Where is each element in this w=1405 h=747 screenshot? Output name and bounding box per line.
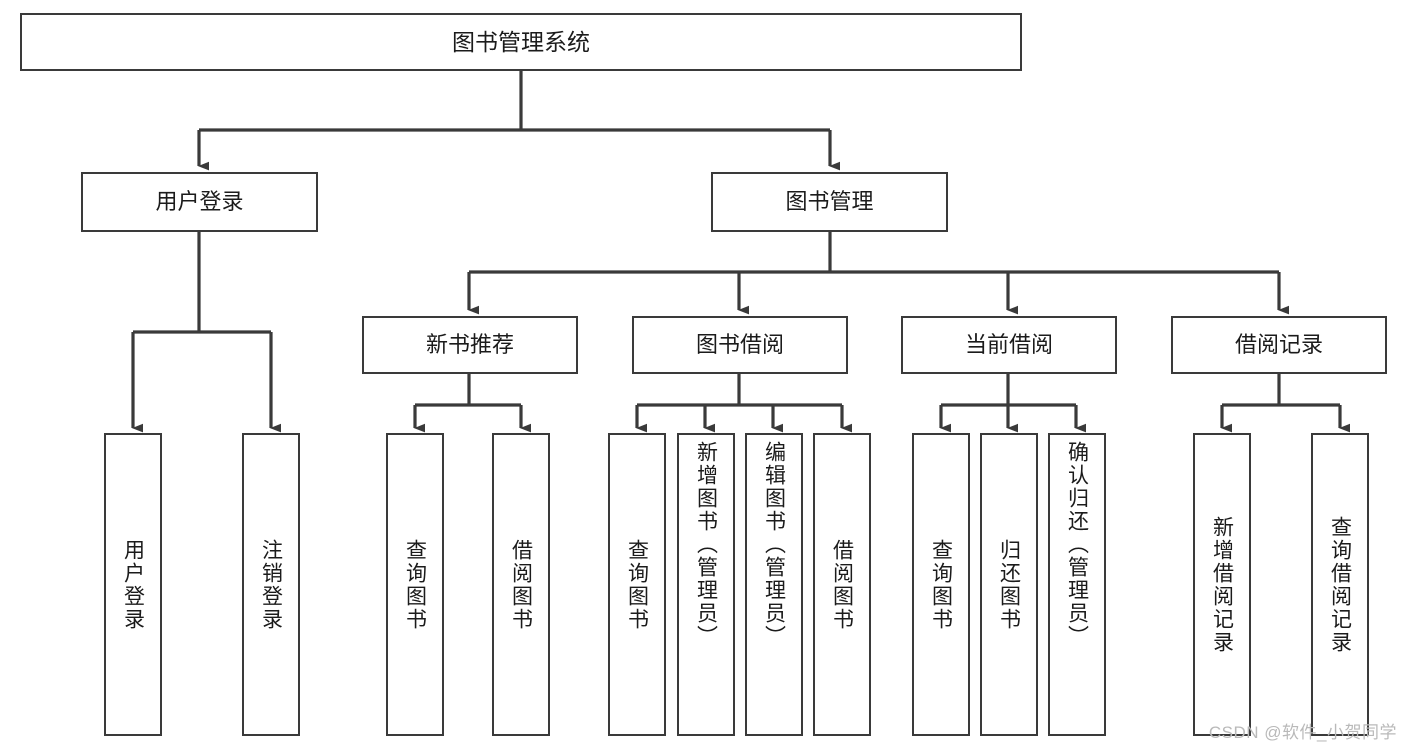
node-label: 借阅记录 bbox=[1234, 332, 1323, 358]
leaf-new-book-borrow-book[interactable]: 借阅图书 bbox=[492, 433, 550, 736]
node-label: 图书借阅 bbox=[695, 332, 784, 358]
node-new-book-recommend[interactable]: 新书推荐 bbox=[362, 316, 578, 374]
leaf-book-borrow-edit-book-admin[interactable]: 编辑图书（管理员） bbox=[745, 433, 803, 736]
leaf-book-borrow-add-book-admin[interactable]: 新增图书（管理员） bbox=[677, 433, 735, 736]
node-label: 查询图书 bbox=[403, 538, 427, 631]
node-root-book-management-system[interactable]: 图书管理系统 bbox=[20, 13, 1022, 71]
node-label: 新增图书（管理员） bbox=[694, 441, 718, 648]
leaf-borrow-record-query-record[interactable]: 查询借阅记录 bbox=[1311, 433, 1369, 736]
node-label: 查询借阅记录 bbox=[1328, 515, 1352, 654]
node-book-management[interactable]: 图书管理 bbox=[711, 172, 948, 232]
leaf-book-borrow-query-book[interactable]: 查询图书 bbox=[608, 433, 666, 736]
leaf-new-book-query-book[interactable]: 查询图书 bbox=[386, 433, 444, 736]
node-label: 确认归还（管理员） bbox=[1065, 441, 1089, 648]
node-label: 新书推荐 bbox=[425, 332, 514, 358]
node-book-borrow[interactable]: 图书借阅 bbox=[632, 316, 848, 374]
node-label: 查询图书 bbox=[625, 538, 649, 631]
node-label: 用户登录 bbox=[121, 538, 145, 631]
leaf-borrow-record-add-record[interactable]: 新增借阅记录 bbox=[1193, 433, 1251, 736]
node-borrow-record[interactable]: 借阅记录 bbox=[1171, 316, 1387, 374]
node-label: 编辑图书（管理员） bbox=[762, 441, 786, 648]
leaf-user-login-login[interactable]: 用户登录 bbox=[104, 433, 162, 736]
node-label: 新增借阅记录 bbox=[1210, 515, 1234, 654]
node-label: 查询图书 bbox=[929, 538, 953, 631]
node-label: 当前借阅 bbox=[964, 332, 1053, 358]
leaf-current-borrow-return-book[interactable]: 归还图书 bbox=[980, 433, 1038, 736]
leaf-current-borrow-confirm-return-admin[interactable]: 确认归还（管理员） bbox=[1048, 433, 1106, 736]
node-label: 用户登录 bbox=[155, 189, 244, 215]
leaf-book-borrow-borrow-book[interactable]: 借阅图书 bbox=[813, 433, 871, 736]
node-label: 注销登录 bbox=[259, 538, 283, 631]
node-current-borrow[interactable]: 当前借阅 bbox=[901, 316, 1117, 374]
node-label: 借阅图书 bbox=[509, 538, 533, 631]
node-label: 图书管理 bbox=[785, 189, 874, 215]
node-user-login[interactable]: 用户登录 bbox=[81, 172, 318, 232]
node-label: 归还图书 bbox=[997, 538, 1021, 631]
leaf-user-login-logout[interactable]: 注销登录 bbox=[242, 433, 300, 736]
node-label: 图书管理系统 bbox=[452, 28, 590, 55]
node-label: 借阅图书 bbox=[830, 538, 854, 631]
leaf-current-borrow-query-book[interactable]: 查询图书 bbox=[912, 433, 970, 736]
csdn-watermark: CSDN @软件_小贺同学 bbox=[1208, 723, 1397, 742]
